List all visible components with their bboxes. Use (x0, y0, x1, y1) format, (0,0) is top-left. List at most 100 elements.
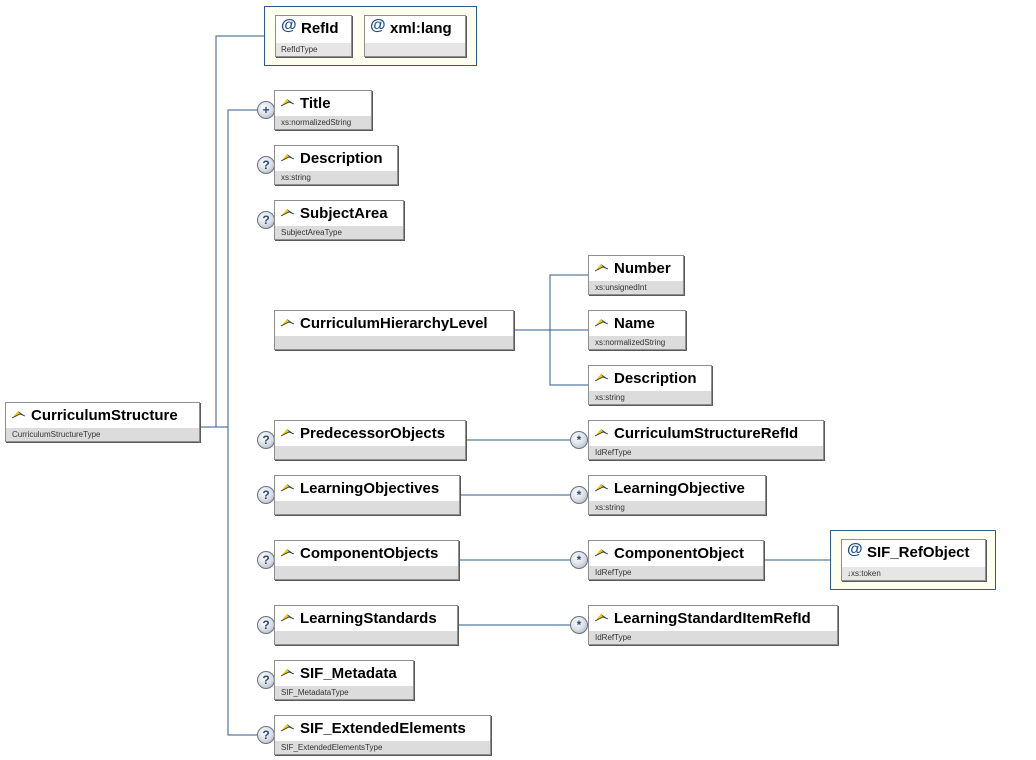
element-type (275, 501, 459, 514)
connector-sequence-trunk (227, 110, 266, 736)
connector-root (200, 35, 264, 428)
attribute-refid[interactable]: @ RefId RefIdType (275, 15, 352, 57)
element-icon (280, 154, 295, 162)
attribute-icon: @ (847, 541, 863, 558)
element-name: LearningStandards (300, 610, 437, 627)
element-sif-extended-elements[interactable]: SIF_ExtendedElements SIF_ExtendedElement… (274, 715, 491, 755)
optional-badge: ? (257, 671, 275, 689)
repeat-badge: * (570, 431, 588, 449)
element-name: CurriculumStructure (31, 407, 178, 424)
element-type: CurriculumStructureType (6, 428, 199, 441)
connector-sequence (216, 109, 266, 428)
element-type: xs:unsignedInt (589, 281, 683, 294)
element-learning-objectives[interactable]: LearningObjectives (274, 475, 460, 515)
repeat-badge: * (570, 486, 588, 504)
element-component-object[interactable]: ComponentObject IdRefType (588, 540, 764, 580)
element-type: SIF_MetadataType (275, 686, 413, 699)
element-icon (594, 614, 609, 622)
element-type (275, 566, 458, 579)
element-icon (11, 411, 26, 419)
element-hierarchy-description[interactable]: Description xs:string (588, 365, 712, 405)
element-name: ComponentObject (614, 545, 744, 562)
element-name: LearningObjectives (300, 480, 440, 497)
element-icon (280, 429, 295, 437)
element-type: IdRefType (589, 446, 823, 459)
attribute-name: RefId (301, 20, 339, 37)
element-icon (594, 549, 609, 557)
element-subject-area[interactable]: SubjectArea SubjectAreaType (274, 200, 404, 240)
element-type: xs:string (275, 171, 397, 184)
element-icon (280, 99, 295, 107)
element-name: LearningStandardItemRefId (614, 610, 811, 627)
optional-badge: ? (257, 156, 275, 174)
element-name: Number (614, 260, 671, 277)
optional-badge: ? (257, 211, 275, 229)
element-number[interactable]: Number xs:unsignedInt (588, 255, 684, 295)
element-icon (280, 484, 295, 492)
element-type: xs:normalizedString (275, 116, 371, 129)
element-icon (594, 319, 609, 327)
element-icon (280, 614, 295, 622)
element-component-objects[interactable]: ComponentObjects (274, 540, 459, 580)
element-type (275, 336, 513, 349)
element-name: Name (614, 315, 655, 332)
element-icon (280, 669, 295, 677)
element-description[interactable]: Description xs:string (274, 145, 398, 185)
element-name: CurriculumStructureRefId (614, 425, 799, 442)
element-root[interactable]: CurriculumStructure CurriculumStructureT… (5, 402, 200, 442)
element-type (275, 631, 457, 644)
attribute-type: RefIdType (276, 43, 351, 56)
optional-badge: ? (257, 486, 275, 504)
element-name: SubjectArea (300, 205, 388, 222)
element-icon (280, 724, 295, 732)
repeat-badge: * (570, 616, 588, 634)
attribute-type: ↓xs:token (842, 567, 985, 580)
optional-badge: ? (257, 431, 275, 449)
optional-badge: ? (257, 551, 275, 569)
repeat-badge: * (570, 551, 588, 569)
element-curriculum-hierarchy-level[interactable]: CurriculumHierarchyLevel (274, 310, 514, 350)
element-type: SubjectAreaType (275, 226, 403, 239)
attribute-name: xml:lang (390, 20, 452, 37)
element-icon (594, 429, 609, 437)
element-icon (594, 264, 609, 272)
attribute-sif-refobject[interactable]: @ SIF_RefObject ↓xs:token (841, 539, 986, 581)
attribute-group: @ RefId RefIdType @ xml:lang (264, 6, 477, 66)
element-learning-standard-item-refid[interactable]: LearningStandardItemRefId IdRefType (588, 605, 838, 645)
attribute-name: SIF_RefObject (867, 544, 970, 561)
element-predecessor-objects[interactable]: PredecessorObjects (274, 420, 466, 460)
connector-hierarchy (514, 274, 588, 386)
element-type: IdRefType (589, 631, 837, 644)
element-icon (280, 549, 295, 557)
element-name: Description (614, 370, 697, 387)
element-type: xs:normalizedString (589, 336, 685, 349)
element-name: LearningObjective (614, 480, 745, 497)
element-icon (280, 209, 295, 217)
element-name: Description (300, 150, 383, 167)
attribute-group-component: @ SIF_RefObject ↓xs:token (830, 530, 996, 590)
element-learning-objective[interactable]: LearningObjective xs:string (588, 475, 766, 515)
attribute-type (365, 43, 465, 56)
element-name: Title (300, 95, 331, 112)
element-type: IdRefType (589, 566, 763, 579)
element-name: CurriculumHierarchyLevel (300, 315, 488, 332)
element-sif-metadata[interactable]: SIF_Metadata SIF_MetadataType (274, 660, 414, 700)
element-type: xs:string (589, 501, 765, 514)
element-name: ComponentObjects (300, 545, 439, 562)
element-title[interactable]: Title xs:normalizedString (274, 90, 372, 130)
optional-badge: ? (257, 726, 275, 744)
element-name[interactable]: Name xs:normalizedString (588, 310, 686, 350)
optional-badge: ? (257, 616, 275, 634)
element-type: xs:string (589, 391, 711, 404)
element-icon (594, 484, 609, 492)
element-type: SIF_ExtendedElementsType (275, 741, 490, 754)
attribute-xml-lang[interactable]: @ xml:lang (364, 15, 466, 57)
element-learning-standards[interactable]: LearningStandards (274, 605, 458, 645)
element-name: SIF_Metadata (300, 665, 397, 682)
element-name: PredecessorObjects (300, 425, 446, 442)
element-icon (280, 319, 295, 327)
element-icon (594, 374, 609, 382)
element-curriculum-structure-refid[interactable]: CurriculumStructureRefId IdRefType (588, 420, 824, 460)
